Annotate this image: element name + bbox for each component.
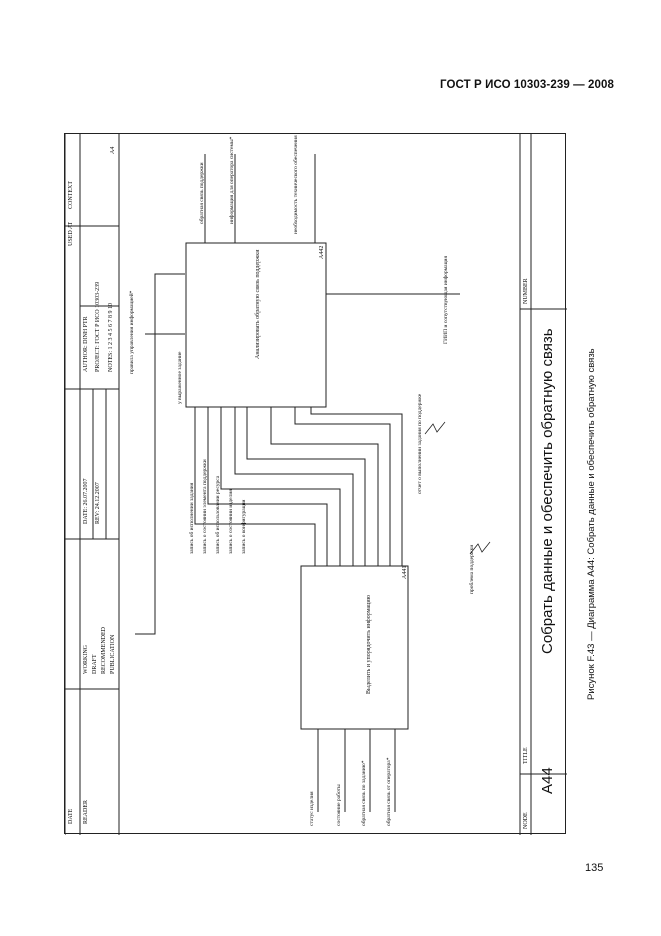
box-a441-label: Выделить и упорядочить информацию [366, 594, 372, 694]
box-a442-label: Анализировать обратную связь поддержки [255, 249, 261, 359]
idef0-form: USED AT AUTHOR: DINH PTR PROJECT: ГОСТ Р… [64, 133, 567, 835]
page-number: 135 [585, 862, 604, 874]
date-label: DATE: 26.07.2007 [83, 478, 89, 525]
node-value: A44 [539, 767, 556, 794]
box-a442-id: A442 [319, 245, 325, 259]
box-a441-id: A441 [402, 565, 408, 579]
publication-label: PUBLICATION [110, 634, 116, 674]
control-top-label: у выраженное задание [177, 351, 183, 404]
recommended-label: RECOMMENDED [101, 626, 107, 674]
project-label: PROJECT: ГОСТ Р ИСО 10303-239 [95, 281, 101, 372]
internal-label-4: запись о состоянии изделия [228, 489, 234, 554]
diagram-lines [65, 134, 567, 835]
number-label: NUMBER [523, 278, 529, 304]
output-label-1: обратная связь поддержки [199, 162, 205, 224]
draft-label: DRAFT [92, 654, 98, 674]
context-label: CONTEXT [68, 181, 74, 209]
internal-label-3: запись об использовании ресурса [215, 475, 221, 554]
node-label: NODE [523, 812, 529, 829]
notes-label: NOTES: 1 2 3 4 5 6 7 8 9 10 [108, 303, 114, 372]
context-node-label: A4 [110, 146, 116, 154]
figure-caption: Рисунок F.43 — Диаграмма A44: Собрать да… [586, 348, 597, 700]
internal-label-5: запись о конфигурации [241, 499, 247, 555]
tunnel-label-b: проблема поддержки [469, 544, 475, 594]
rev-label: REV: 24.12.2007 [95, 482, 101, 524]
control-left-label: правила управления информацией* [129, 290, 135, 374]
diagram-title: Собрать данные и обеспечить обратную свя… [539, 328, 556, 654]
mechanism-label: ГИИП и сопутствующая информация [443, 255, 449, 344]
output-label-3: необходимость технического обеспечения [293, 135, 299, 234]
output-label-2: информация для оператора системы* [229, 136, 235, 224]
used-at-label: USED AT [68, 221, 74, 246]
reader-label: READER [83, 800, 89, 824]
input-label-1: статус изделия [309, 791, 315, 826]
input-label-4: обратная связь от оператора* [386, 757, 392, 826]
input-label-2: состояние работы [336, 784, 342, 826]
author-label: AUTHOR: DINH PTR [83, 316, 89, 372]
input-label-3: обратная связь по заданию* [361, 760, 367, 826]
tunnel-label-a: отчет о выполнении задания по поддержке [417, 393, 423, 494]
date-column-label: DATE [68, 808, 74, 824]
working-label: WORKING [83, 645, 89, 674]
internal-label-1: запись об исполнении задания [189, 482, 195, 554]
title-label: TITLE [523, 747, 529, 764]
internal-label-2: запись о состоянии элемента поддержки [202, 459, 208, 554]
document-header: ГОСТ Р ИСО 10303-239 — 2008 [439, 79, 614, 91]
